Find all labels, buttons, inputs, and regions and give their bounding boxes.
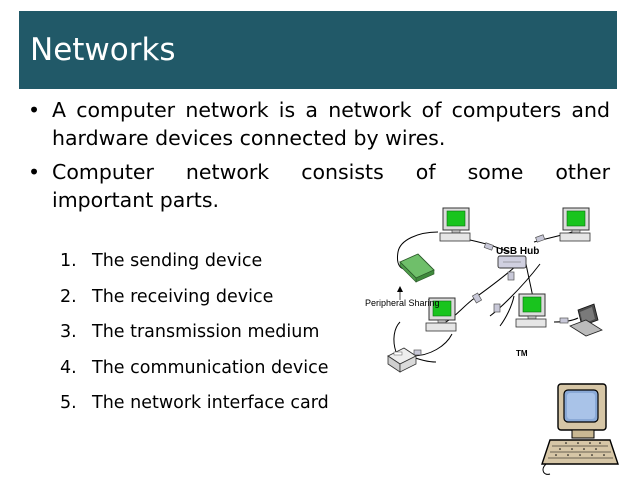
plug: [507, 271, 515, 281]
cable: [393, 321, 401, 353]
bullet-list: • A computer network is a network of com…: [28, 96, 610, 220]
bullet-dot-icon: •: [28, 98, 41, 122]
arrow-head-icon: [397, 286, 403, 292]
cable: [411, 333, 453, 357]
bullet-item: • Computer network consists of some othe…: [28, 158, 610, 214]
usb-hub-label: USB Hub: [496, 246, 539, 257]
cable: [553, 317, 579, 323]
computer-icon: [559, 207, 591, 242]
plug: [493, 303, 501, 313]
plug: [559, 317, 569, 324]
cable: [499, 295, 515, 327]
slide-title-bar: Networks: [19, 11, 617, 89]
numbered-item: 4. The communication device: [60, 351, 329, 387]
bullet-item: • A computer network is a network of com…: [28, 96, 610, 152]
cable-plugs: [413, 234, 569, 356]
item-text: The communication device: [92, 357, 329, 378]
retro-computer-icon: [541, 383, 619, 475]
numbered-list: 1. The sending device 2. The receiving d…: [60, 244, 329, 422]
numbered-item: 5. The network interface card: [60, 386, 329, 422]
bullet-text-line-2: important parts.: [52, 188, 220, 212]
printer-icon: [387, 347, 417, 373]
computer-icon: [425, 297, 457, 332]
usb-hub-icon: [497, 255, 527, 269]
peripheral-sharing-label: Peripheral Sharing: [365, 298, 440, 308]
peripheral-device-icon: [399, 253, 435, 283]
item-number: 3.: [60, 322, 77, 342]
trademark-label: TM: [516, 349, 528, 358]
numbered-item: 2. The receiving device: [60, 280, 329, 316]
computer-icon: [439, 207, 471, 242]
plug: [413, 349, 422, 356]
plug: [483, 242, 494, 251]
item-number: 4.: [60, 357, 77, 378]
bullet-text: A computer network is a network of compu…: [52, 98, 610, 150]
numbered-item: 1. The sending device: [60, 244, 329, 280]
network-diagram: USB Hub Peripheral Sharing TM: [348, 198, 638, 478]
cable: [489, 263, 541, 317]
item-number: 1.: [60, 251, 77, 271]
plug: [535, 234, 546, 243]
item-text: The network interface card: [92, 393, 329, 413]
item-text: The sending device: [92, 251, 263, 271]
item-number: 5.: [60, 393, 77, 413]
cable: [445, 265, 517, 323]
item-number: 2.: [60, 286, 77, 307]
slide-title: Networks: [30, 31, 176, 68]
computer-icon: [515, 293, 547, 328]
item-text: The receiving device: [92, 286, 274, 307]
bullet-dot-icon: •: [28, 160, 41, 184]
numbered-item: 3. The transmission medium: [60, 315, 329, 351]
network-cables: [393, 231, 579, 363]
bullet-text-line-1: Computer network consists of some other: [52, 160, 610, 184]
plug: [471, 292, 483, 304]
item-text: The transmission medium: [92, 322, 320, 342]
laptop-icon: [569, 303, 603, 337]
